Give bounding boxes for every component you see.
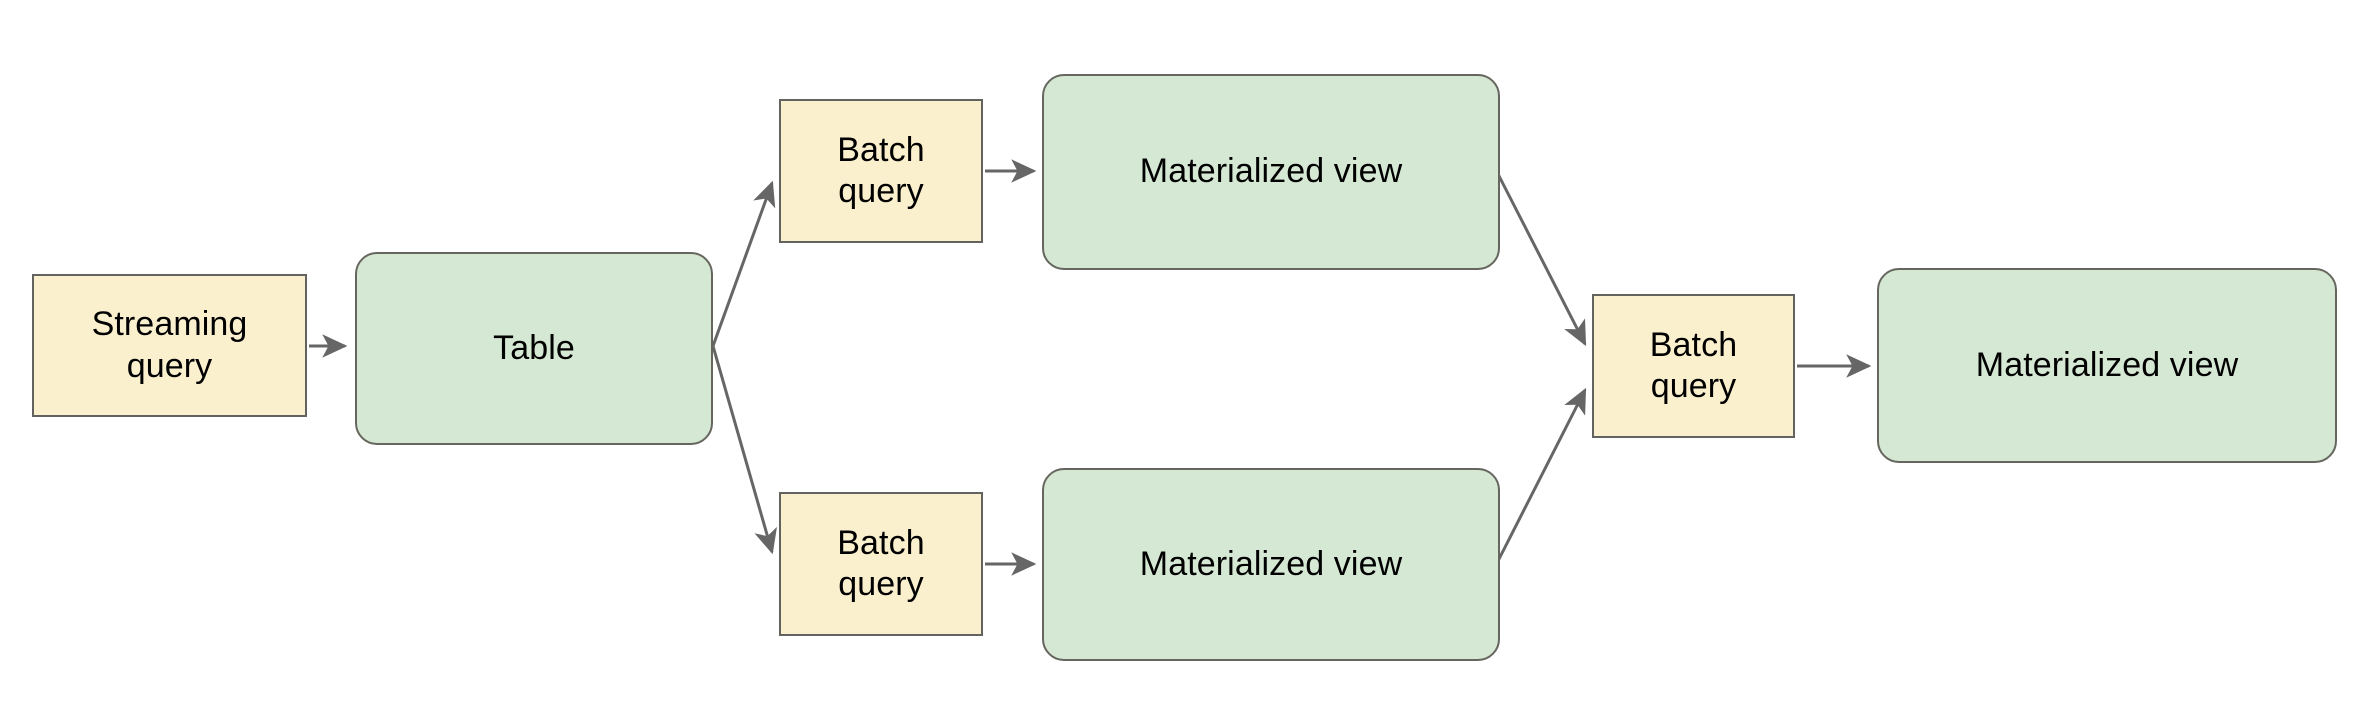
node-label-batch-query-right: Batch query bbox=[1649, 325, 1738, 405]
node-streaming-query[interactable]: Streaming query bbox=[32, 274, 307, 417]
node-label-batch-query-bottom: Batch query bbox=[837, 523, 925, 603]
node-materialized-view-right[interactable]: Materialized view bbox=[1877, 268, 2337, 463]
node-label-materialized-view-right: Materialized view bbox=[1975, 345, 2239, 384]
node-table[interactable]: Table bbox=[355, 252, 713, 445]
node-batch-query-bottom[interactable]: Batch query bbox=[779, 492, 983, 636]
node-batch-query-top[interactable]: Batch query bbox=[779, 99, 983, 243]
node-label-table: Table bbox=[493, 328, 575, 367]
node-label-batch-query-top: Batch query bbox=[837, 130, 925, 210]
node-materialized-view-bottom[interactable]: Materialized view bbox=[1042, 468, 1500, 661]
node-batch-query-right[interactable]: Batch query bbox=[1592, 294, 1795, 438]
edge-table-to-batch-query-bottom bbox=[711, 345, 777, 555]
node-label-streaming-query: Streaming query bbox=[91, 305, 248, 385]
node-materialized-view-top[interactable]: Materialized view bbox=[1042, 74, 1500, 270]
edge-materialized-view-bottom-to-batch-query-right bbox=[1496, 387, 1587, 562]
node-label-materialized-view-bottom: Materialized view bbox=[1139, 544, 1403, 583]
edge-materialized-view-top-to-batch-query-right bbox=[1496, 173, 1587, 347]
edge-table-to-batch-query-top bbox=[711, 180, 776, 347]
node-label-materialized-view-top: Materialized view bbox=[1139, 152, 1403, 191]
